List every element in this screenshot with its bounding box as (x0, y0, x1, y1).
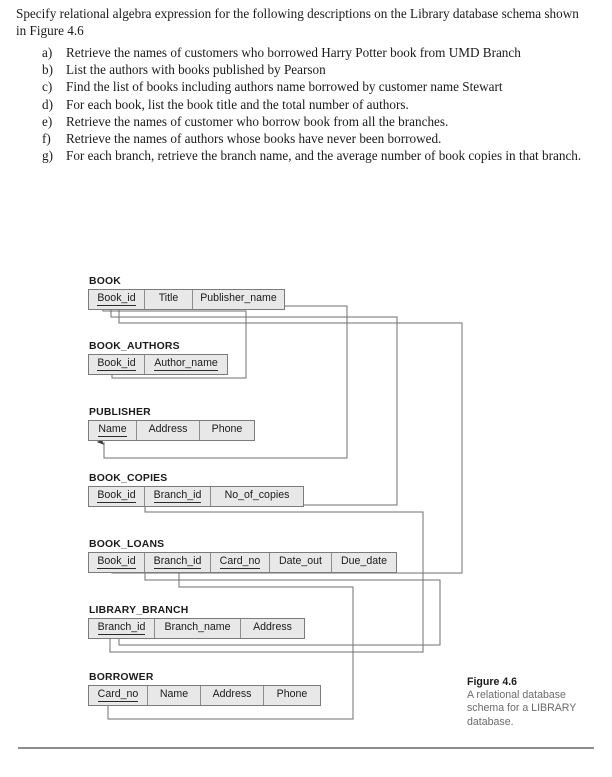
attribute-cell-key: Name (89, 421, 137, 440)
question-item: e) Retrieve the names of customer who bor… (42, 114, 582, 130)
relation-table: Card_no Name Address Phone (88, 685, 321, 706)
attribute-cell-key: Branch_id (145, 487, 211, 506)
fk-bookcopies-branchid-to-librarybranch (102, 492, 424, 653)
fk-bookloans-branchid-to-librarybranch (111, 558, 441, 646)
attribute-cell: Name (148, 686, 201, 705)
question-item-text: For each book, list the book title and t… (66, 96, 409, 112)
attribute-cell: Title (145, 290, 193, 309)
attribute-label: Book_id (97, 555, 136, 569)
page-bottom-rule (18, 747, 594, 749)
attribute-label: Publisher_name (200, 292, 277, 304)
question-item-text: Retrieve the names of customer who borro… (66, 113, 449, 129)
relation-book_copies: BOOK_COPIES Book_id Branch_id No_of_copies (88, 473, 304, 507)
question-item-text: Find the list of books including authors… (66, 79, 503, 95)
attribute-label: Phone (276, 688, 308, 700)
attribute-label: Name (159, 688, 189, 700)
relation-library_branch: LIBRARY_BRANCH Branch_id Branch_name Addres… (88, 605, 305, 639)
attribute-cell-key: Branch_id (89, 619, 155, 638)
figure-description: A relational database schema for a LIBRA… (467, 689, 577, 728)
attribute-cell: Phone (200, 421, 254, 440)
attribute-cell-key: Book_id (89, 487, 145, 506)
attribute-cell-key: Book_id (89, 553, 145, 572)
attribute-label: Due_date (341, 555, 387, 567)
relation-publisher: PUBLISHER Name Address Phone (88, 407, 255, 441)
relation-name: BOOK_AUTHORS (89, 341, 180, 352)
attribute-cell: Date_out (270, 553, 332, 572)
attribute-label: Title (158, 292, 179, 304)
attribute-label: Branch_id (97, 621, 146, 635)
attribute-label: Branch_id (153, 489, 202, 503)
figure-number: Figure 4.6 (467, 676, 518, 688)
attribute-cell: No_of_copies (211, 487, 303, 506)
attribute-cell-key: Card_no (89, 686, 148, 705)
question-item: d) For each book, list the book title and… (42, 97, 582, 113)
relation-table: Book_id Author_name (88, 354, 228, 375)
relation-name: LIBRARY_BRANCH (89, 605, 189, 616)
attribute-label: Address (148, 423, 188, 435)
figure-caption: Figure 4.6 A relational database schema … (467, 676, 599, 729)
attribute-label: Book_id (97, 292, 136, 306)
question-item-marker: d) (42, 96, 53, 112)
attribute-cell-key: Book_id (89, 290, 145, 309)
attribute-cell-key: Author_name (145, 355, 227, 374)
relation-name: BOOK_LOANS (89, 539, 165, 550)
attribute-label: Address (253, 621, 292, 633)
question-item-marker: f) (42, 131, 51, 147)
attribute-label: Phone (211, 423, 243, 435)
relation-table: Name Address Phone (88, 420, 255, 441)
attribute-cell-key: Card_no (211, 553, 270, 572)
relation-name: BOOK (89, 276, 121, 287)
relation-table: Branch_id Branch_name Address (88, 618, 305, 639)
attribute-label: Branch_id (153, 555, 202, 569)
attribute-label: Name (98, 423, 127, 437)
attribute-label: Book_id (97, 357, 136, 371)
attribute-label: Branch_name (164, 621, 231, 633)
question-item: c) Find the list of books including autho… (42, 79, 582, 95)
attribute-label: Card_no (97, 688, 139, 702)
attribute-cell: Branch_name (155, 619, 241, 638)
relation-name: BOOK_COPIES (89, 473, 168, 484)
attribute-cell: Address (241, 619, 304, 638)
relation-table: Book_id Branch_id No_of_copies (88, 486, 304, 507)
relation-name: PUBLISHER (89, 407, 151, 418)
attribute-cell: Address (201, 686, 264, 705)
question-item-marker: g) (42, 148, 53, 164)
attribute-cell: Address (137, 421, 200, 440)
fk-bookloans-cardno-to-borrower (100, 558, 354, 720)
relation-table: Book_id Branch_id Card_no Date_out Due_date (88, 552, 397, 573)
relation-book: BOOK Book_id Title Publisher_name (88, 276, 285, 310)
relation-name: BORROWER (89, 672, 154, 683)
attribute-label: No_of_copies (224, 489, 290, 501)
question-item-text: For each branch, retrieve the branch nam… (66, 148, 582, 164)
question-intro: Specify relational algebra expression fo… (16, 6, 579, 38)
question-item-marker: a) (42, 45, 53, 60)
attribute-cell: Due_date (332, 553, 396, 572)
attribute-cell: Publisher_name (193, 290, 284, 309)
question-item: f) Retrieve the names of authors whose bo… (42, 131, 582, 147)
relation-book_loans: BOOK_LOANS Book_id Branch_id Card_no Date_ou… (88, 539, 397, 573)
question-item-marker: e) (42, 113, 53, 129)
attribute-label: Card_no (219, 555, 261, 569)
attribute-label: Date_out (279, 555, 322, 567)
question-item-text: List the authors with books published by… (66, 62, 326, 78)
question-list: a) Retrieve the names of customers who bo… (16, 45, 582, 164)
attribute-cell-key: Book_id (89, 355, 145, 374)
relation-book_authors: BOOK_AUTHORS Book_id Author_name (88, 341, 228, 375)
question-item-text: Retrieve the names of customers who borr… (66, 45, 521, 60)
question-block: Specify relational algebra expression fo… (16, 6, 582, 165)
relation-borrower: BORROWER Card_no Name Address Phone (88, 672, 321, 706)
question-item-marker: c) (42, 79, 53, 95)
relation-table: Book_id Title Publisher_name (88, 289, 285, 310)
attribute-cell-key: Branch_id (145, 553, 211, 572)
attribute-label: Address (212, 688, 252, 700)
question-item: g) For each branch, retrieve the branch n… (42, 148, 582, 164)
attribute-cell: Phone (264, 686, 320, 705)
question-item: b) List the authors with books published … (42, 62, 582, 78)
attribute-label: Author_name (154, 357, 218, 371)
question-item-marker: b) (42, 62, 53, 78)
question-item: a) Retrieve the names of customers who bo… (42, 45, 582, 61)
question-item-text: Retrieve the names of authors whose book… (66, 131, 442, 147)
attribute-label: Book_id (97, 489, 136, 503)
